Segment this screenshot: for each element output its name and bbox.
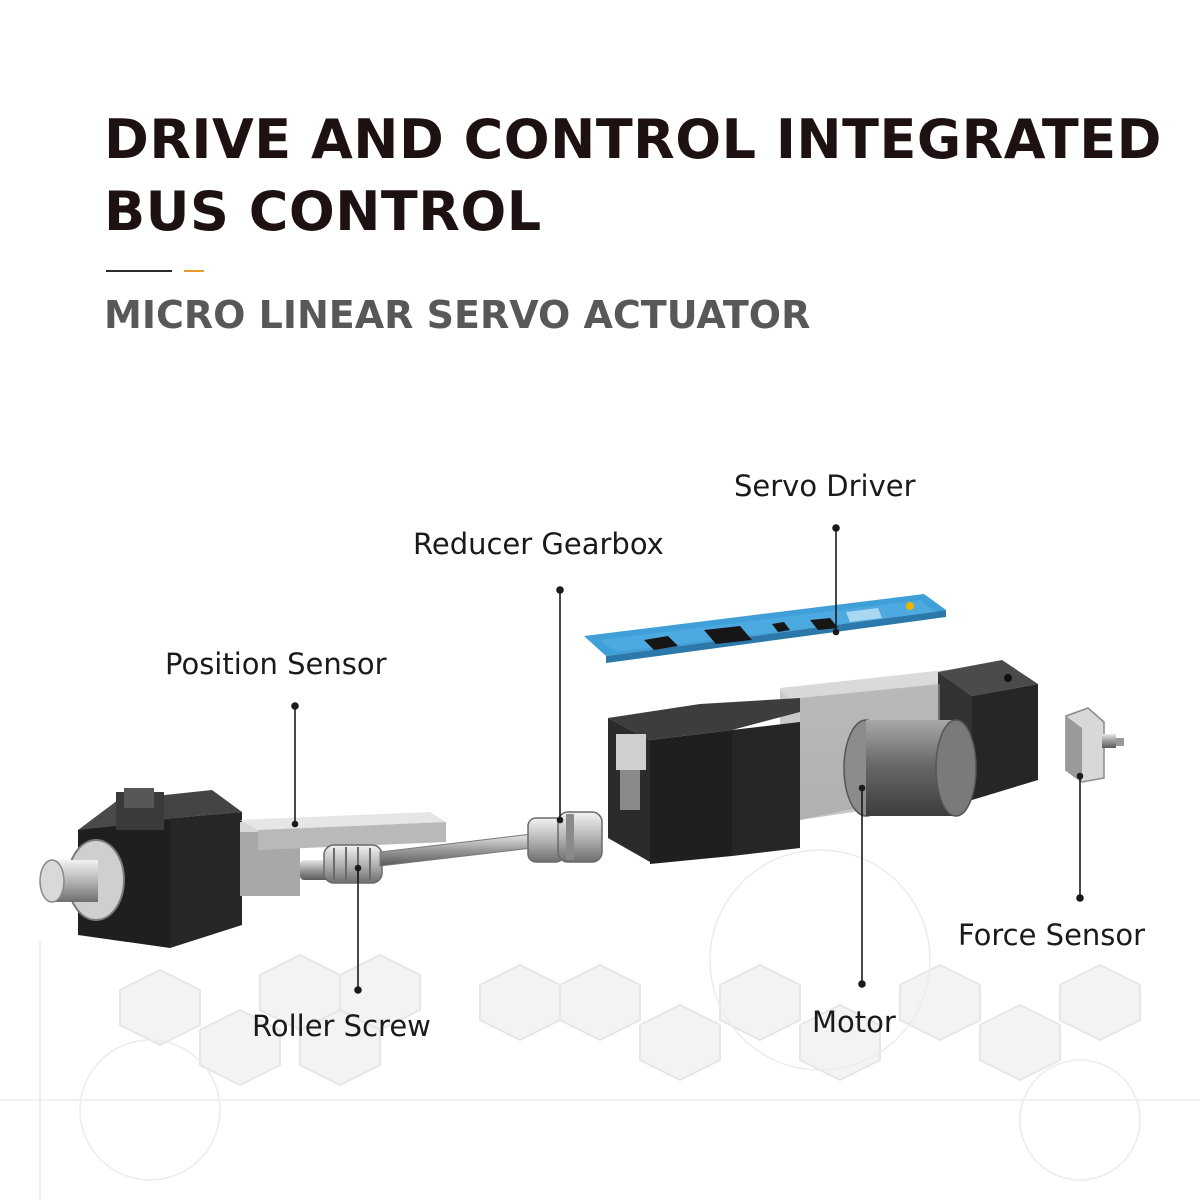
label-position-sensor: Position Sensor — [165, 647, 387, 681]
background-blueprint-lines — [0, 849, 1200, 1200]
force-sensor-part — [1065, 707, 1124, 783]
reducer-gearbox-part — [527, 811, 603, 863]
title-line-1: DRIVE AND CONTROL INTEGRATED — [104, 108, 1162, 171]
output-shaft — [39, 839, 125, 921]
label-reducer-gearbox: Reducer Gearbox — [413, 527, 664, 561]
title-divider — [106, 270, 172, 272]
label-servo-driver: Servo Driver — [734, 469, 916, 503]
page-subtitle: MICRO LINEAR SERVO ACTUATOR — [104, 293, 811, 337]
background-hex-pattern — [119, 953, 1141, 1087]
leader-lines — [291, 524, 1084, 994]
servo-driver-board — [584, 594, 946, 663]
page-title: DRIVE AND CONTROL INTEGRATED BUS CONTROL — [104, 104, 1162, 248]
title-line-2: BUS CONTROL — [104, 180, 542, 243]
label-motor: Motor — [812, 1005, 896, 1039]
label-roller-screw: Roller Screw — [252, 1009, 431, 1043]
roller-screw — [300, 844, 383, 884]
label-force-sensor: Force Sensor — [958, 918, 1146, 952]
motor-part — [843, 719, 977, 817]
title-divider-accent — [184, 270, 204, 272]
position-sensor-strip — [240, 812, 446, 850]
